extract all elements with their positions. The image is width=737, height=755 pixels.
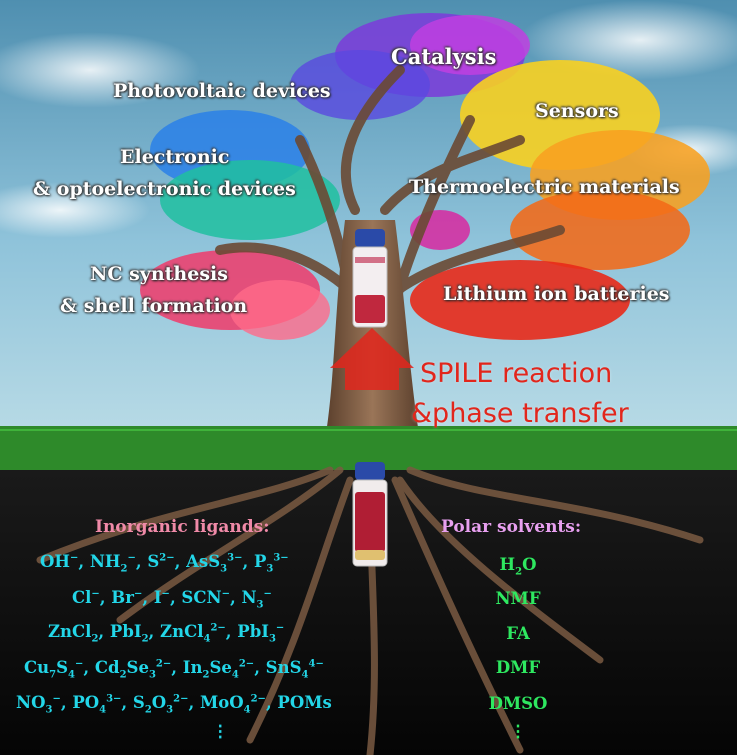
solvent-row: DMSO <box>488 694 548 713</box>
solvent-row: DMF <box>495 658 541 677</box>
vial-bottom-icon <box>352 462 388 567</box>
solvent-row: FA <box>506 624 530 643</box>
ligand-row: OH−, NH2−, S2−, AsS33−, P33− <box>40 552 289 575</box>
process-line-1: SPILE reaction <box>420 358 613 389</box>
solvents-header: Polar solvents: <box>441 517 582 537</box>
label-shell-formation: & shell formation <box>60 295 248 317</box>
label-catalysis: Catalysis <box>391 44 497 69</box>
ligands-header: Inorganic ligands: <box>95 517 270 537</box>
label-nc-synthesis: NC synthesis <box>90 263 228 285</box>
label-photovoltaic-devices: Photovoltaic devices <box>113 80 331 102</box>
process-line-2: &phase transfer <box>411 398 629 429</box>
vial-top-icon <box>352 229 388 328</box>
ligand-more: ⋮ <box>212 722 229 741</box>
solvent-row: NMF <box>495 589 541 608</box>
label-optoelectronic-devices: & optoelectronic devices <box>33 178 296 200</box>
label-lithium-ion-batteries: Lithium ion batteries <box>443 283 670 305</box>
label-sensors: Sensors <box>535 100 619 122</box>
solvent-more: ⋮ <box>509 722 527 741</box>
label-electronic: Electronic <box>120 146 230 168</box>
ligand-row: NO3−, PO43−, S2O32−, MoO42−, POMs <box>16 693 332 716</box>
ligand-row: ZnCl2, PbI2, ZnCl42−, PbI3− <box>48 622 285 645</box>
solvent-row: H2O <box>499 555 537 578</box>
ligand-row: Cu7S4−, Cd2Se32−, In2Se42−, SnS44− <box>24 658 324 681</box>
label-thermoelectric-materials: Thermoelectric materials <box>409 176 680 198</box>
ligand-row: Cl−, Br−, I−, SCN−, N3− <box>72 588 272 611</box>
